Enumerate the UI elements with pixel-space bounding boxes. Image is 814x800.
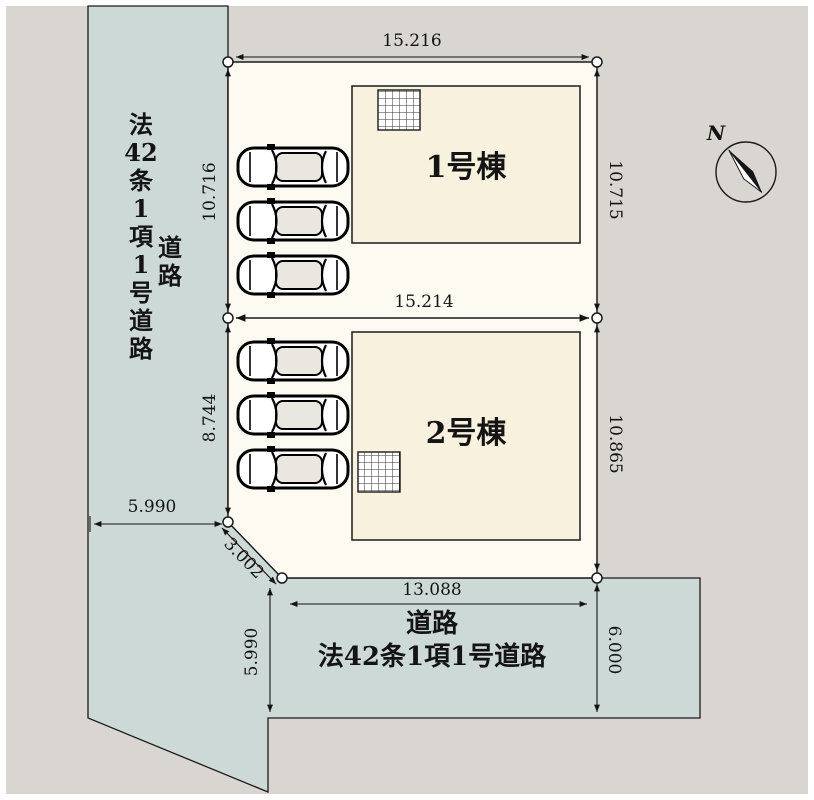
dim-lot1-west: 10.716 xyxy=(200,162,220,221)
south-road-name: 法42条1項1号道路 xyxy=(318,641,547,672)
north-label: N xyxy=(706,121,726,145)
car-icon xyxy=(236,196,350,246)
car-icon xyxy=(236,336,350,386)
car-icon xyxy=(236,142,350,192)
west-road-name-char: 法 xyxy=(129,110,153,139)
grating-icon xyxy=(357,451,401,493)
dim-lot-boundary: 15.214 xyxy=(394,292,453,312)
west-road-name-char: 道 xyxy=(129,306,153,335)
south-road-label: 道路 xyxy=(406,608,459,639)
compass-circle xyxy=(715,141,777,203)
car-icon xyxy=(236,444,350,494)
building-2-label: 2号棟 xyxy=(426,416,508,451)
survey-marker xyxy=(222,516,234,528)
west-road-label-char: 路 xyxy=(158,261,183,290)
survey-marker xyxy=(276,572,288,584)
west-road-name-char: 号 xyxy=(129,278,153,307)
car-icon xyxy=(236,250,350,300)
building-1-label: 1号棟 xyxy=(426,150,508,185)
car-icon xyxy=(236,390,350,440)
dim-lot2-west: 8.744 xyxy=(200,394,220,443)
dimension-line-corner-cut xyxy=(221,527,277,585)
dim-lot2-east: 10.865 xyxy=(605,414,625,473)
grating-icon xyxy=(377,89,421,131)
dim-south-road-left: 5.990 xyxy=(242,628,262,677)
west-road-name-char: 42 xyxy=(124,138,157,167)
building-2 xyxy=(351,331,581,541)
dim-west-road-width: 5.990 xyxy=(128,497,177,517)
dim-lot1-north: 15.216 xyxy=(382,31,441,51)
west-road-name-char: 1 xyxy=(133,250,150,279)
west-road-label-char: 道 xyxy=(158,233,182,262)
survey-marker xyxy=(222,56,234,68)
west-road-name-char: 路 xyxy=(129,334,154,363)
west-road-name-char: 条 xyxy=(129,166,154,195)
compass-needle-icon xyxy=(728,149,763,193)
north-compass xyxy=(715,141,777,203)
west-road-name-char: 項 xyxy=(129,222,154,251)
survey-marker xyxy=(591,312,603,324)
dim-lot2-south: 13.088 xyxy=(402,580,461,600)
dim-south-road-width: 6.000 xyxy=(604,626,624,675)
survey-marker xyxy=(591,572,603,584)
survey-marker xyxy=(222,312,234,324)
survey-marker xyxy=(591,56,603,68)
west-road-name-char: 1 xyxy=(133,194,150,223)
dim-lot1-east: 10.715 xyxy=(605,160,625,219)
